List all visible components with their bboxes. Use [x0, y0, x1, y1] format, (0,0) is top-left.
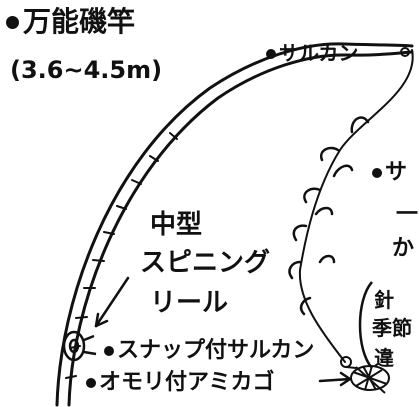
- rod-label: 万能磯竿: [6, 8, 135, 36]
- weight-basket-drawing: [340, 356, 390, 394]
- bullet-icon: [6, 16, 19, 29]
- fishing-rod: [55, 42, 414, 407]
- note-line3: 違: [374, 346, 394, 370]
- spinning-reel-drawing: [62, 330, 97, 362]
- note-line2: 季節: [372, 316, 412, 340]
- basket-arrow: [318, 371, 352, 387]
- reel-arrow: [94, 276, 130, 328]
- reel-label-line3: リール: [150, 288, 229, 318]
- bullet-icon: [266, 49, 276, 59]
- fishing-line: [298, 49, 414, 363]
- sabiki-hooks: [288, 116, 370, 316]
- bullet-icon: [372, 168, 382, 178]
- reel-label-line2: スピニング: [140, 248, 271, 278]
- swivel-drawing: [400, 47, 410, 57]
- swivel-label: サルカン: [266, 43, 358, 63]
- note-bracket: [358, 281, 373, 369]
- rod-length-label: (3.6~4.5m): [10, 56, 163, 84]
- snap-swivel-label: スナップ付サルカン: [104, 340, 314, 362]
- note-line1: 針: [374, 288, 394, 312]
- sabiki-label-line3: か: [392, 236, 415, 261]
- reel-label-line1: 中型: [150, 210, 203, 240]
- sabiki-label: サ: [372, 162, 407, 184]
- sabiki-label-line2: 一: [396, 202, 419, 227]
- weight-basket-label: オモリ付アミカゴ: [86, 372, 275, 394]
- bullet-icon: [104, 346, 114, 356]
- bullet-icon: [86, 378, 96, 388]
